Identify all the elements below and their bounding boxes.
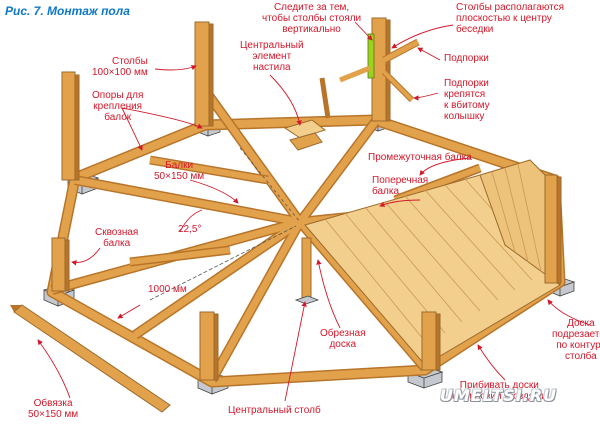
floor-boards [304,159,561,366]
label-braces-stake: Подпорки крепятся к вбитому колышку [444,78,490,122]
label-strapping: Обвязка 50×150 мм [28,398,79,420]
central-floor-element [283,119,327,151]
label-vertical-check: Следите за тем, чтобы столбы стояли верт… [262,2,362,35]
label-cross-beam: Поперечная балка [372,175,429,197]
leader-lines [37,21,591,402]
spirit-level [367,33,375,79]
label-intermediate-beam: Промежуточная балка [368,152,472,163]
label-beam-supports: Опоры для крепления балок [92,90,144,123]
label-nail-boards: Прибивать доски к коррозии гвоздями [452,380,547,402]
braces [319,38,420,119]
label-through-beam: Сквозная балка [95,227,139,249]
label-posts-center: Столбы располагаются плоскостью к центру… [456,2,564,35]
label-central-element: Центральный элемент настила [240,40,304,73]
dimension-lines [149,147,301,301]
central-post [294,237,320,305]
figure-title: Рис. 7. Монтаж пола [5,4,130,18]
watermark: UMELTSI.RU [440,386,558,405]
label-length: 1000 мм [148,284,187,295]
label-angle: 22,5° [178,224,202,235]
cross-beams [129,155,482,267]
label-posts: Столбы 100×100 мм [92,56,148,78]
label-braces: Подпорки [444,53,489,64]
label-edged-board: Обрезная доска [320,328,366,350]
label-beams: Балки 50×150 мм [154,160,205,182]
label-central-post: Центральный столб [228,405,321,416]
loose-strapping-board [10,304,171,413]
label-board-trim: Доска подрезается по контуру столба [552,318,600,362]
